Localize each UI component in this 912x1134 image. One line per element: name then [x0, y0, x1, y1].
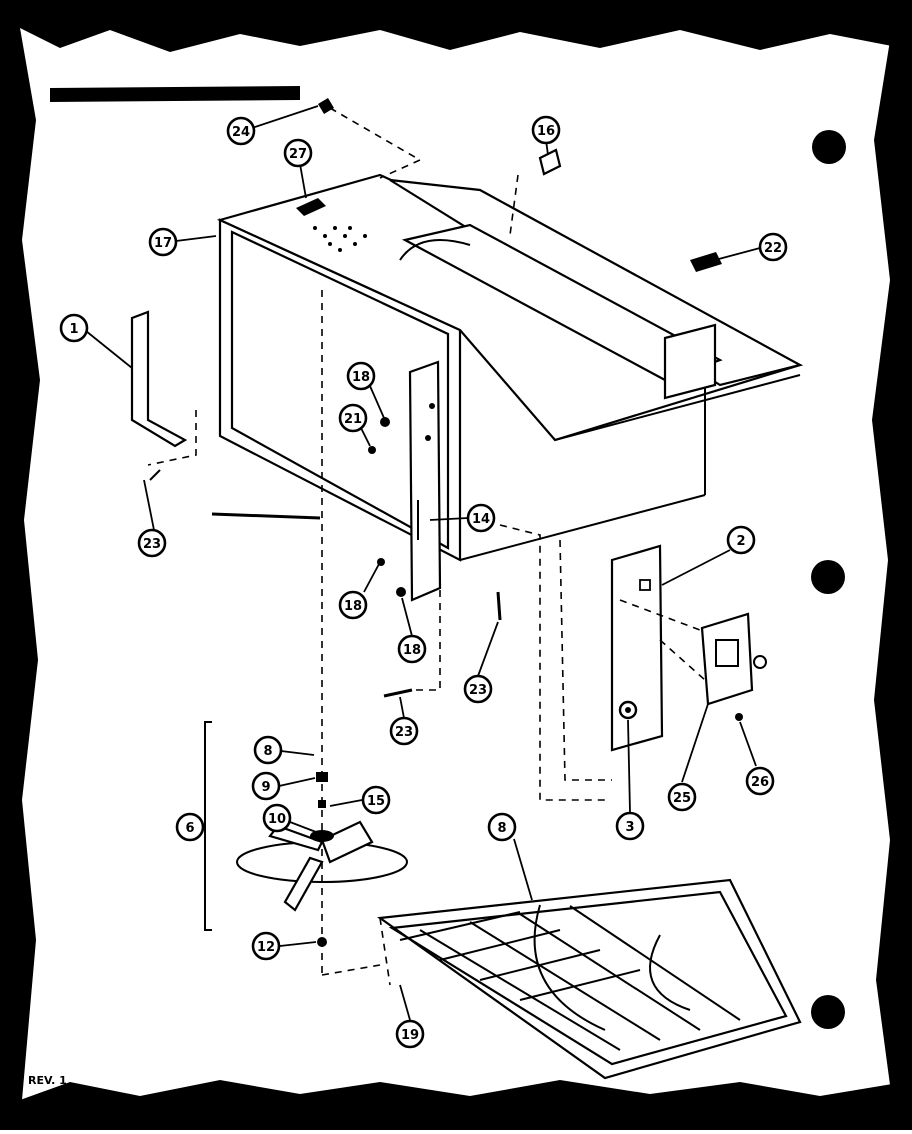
callout-1: 1 [59, 313, 89, 343]
svg-text:3: 3 [625, 820, 634, 835]
svg-text:18: 18 [352, 370, 370, 385]
fan-assembly-part-6 [204, 290, 408, 975]
svg-text:26: 26 [751, 775, 769, 790]
callout-18-c: 18 [397, 634, 427, 664]
callout-17: 17 [148, 227, 178, 257]
cabinet-housing [211, 173, 804, 562]
callout-22: 22 [758, 232, 788, 262]
callout-8-b: 8 [487, 812, 517, 842]
callout-23-c: 23 [389, 716, 419, 746]
callout-14: 14 [466, 503, 496, 533]
svg-text:8: 8 [263, 744, 272, 759]
svg-text:8: 8 [497, 821, 506, 836]
svg-text:21: 21 [344, 412, 362, 427]
svg-text:9: 9 [261, 780, 270, 795]
callout-27: 27 [283, 138, 313, 168]
svg-text:24: 24 [232, 125, 250, 140]
svg-text:12: 12 [257, 940, 275, 955]
callout-25: 25 [667, 782, 697, 812]
svg-text:6: 6 [185, 821, 194, 836]
callout-26: 26 [745, 766, 775, 796]
plate-part-14 [408, 360, 442, 602]
control-panel-part-2 [610, 544, 664, 752]
rev-label: REV. 1 [28, 1074, 67, 1087]
svg-text:10: 10 [268, 812, 286, 827]
callout-21: 21 [338, 403, 368, 433]
callout-18-a: 18 [346, 361, 376, 391]
assembly-lines [147, 107, 706, 986]
svg-text:23: 23 [143, 537, 161, 552]
callout-9: 9 [251, 771, 281, 801]
callout-10: 10 [262, 803, 292, 833]
callout-2: 2 [726, 525, 756, 555]
svg-text:1: 1 [69, 322, 78, 337]
callout-16: 16 [531, 115, 561, 145]
callout-18-b: 18 [338, 590, 368, 620]
small-parts [149, 98, 743, 721]
callout-23-b: 23 [463, 674, 493, 704]
callout-6: 6 [175, 812, 205, 842]
svg-text:16: 16 [537, 124, 555, 139]
svg-text:18: 18 [344, 599, 362, 614]
callout-19: 19 [395, 1019, 425, 1049]
svg-text:22: 22 [764, 241, 782, 256]
callout-8-a: 8 [253, 735, 283, 765]
svg-text:15: 15 [367, 794, 385, 809]
svg-text:2: 2 [736, 534, 745, 549]
callout-12: 12 [251, 931, 281, 961]
svg-text:27: 27 [289, 147, 307, 162]
callout-3: 3 [615, 811, 645, 841]
callout-23-a: 23 [137, 528, 167, 558]
svg-text:19: 19 [401, 1028, 419, 1043]
base-pan-part-19 [377, 878, 802, 1080]
svg-text:23: 23 [395, 725, 413, 740]
callout-24: 24 [226, 116, 256, 146]
bracket-part-1 [130, 310, 188, 448]
callout-15: 15 [361, 785, 391, 815]
svg-text:18: 18 [403, 643, 421, 658]
leader-lines [85, 105, 761, 1021]
svg-text:23: 23 [469, 683, 487, 698]
svg-text:17: 17 [154, 236, 172, 251]
svg-text:14: 14 [472, 512, 490, 527]
svg-text:25: 25 [673, 791, 691, 806]
control-component-part-25 [700, 612, 767, 706]
